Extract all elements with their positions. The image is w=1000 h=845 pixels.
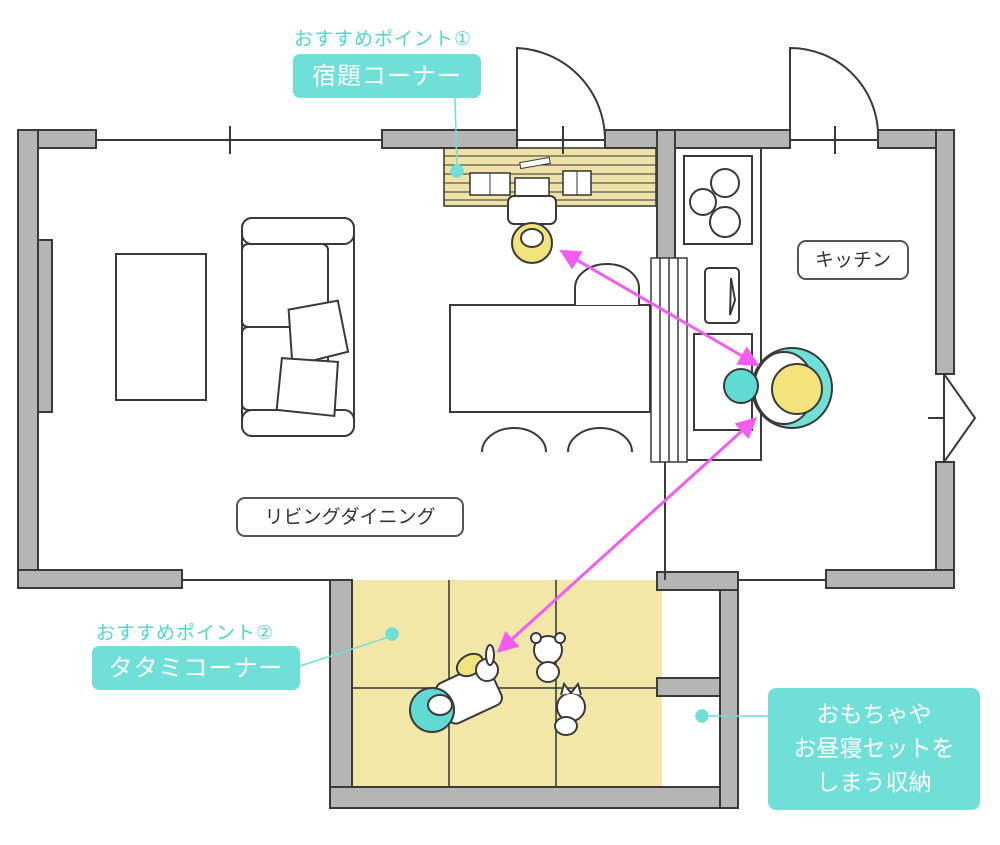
point1-title: 宿題コーナー	[293, 54, 481, 98]
point2-title: タタミコーナー	[92, 646, 300, 690]
child-on-tatami-figure	[409, 644, 503, 733]
child-at-desk-figure	[507, 195, 557, 264]
living-furniture	[115, 217, 651, 453]
interior-lines	[96, 46, 977, 581]
kitchen-counter	[674, 147, 762, 461]
storage-line-1: おもちゃや	[816, 702, 932, 728]
point2-label: おすすめポイント②	[96, 622, 275, 644]
storage-line-2: お昼寝セットを	[793, 736, 955, 762]
storage-line-3: しまう収納	[816, 770, 932, 796]
kitchen-label: キッチン	[797, 240, 909, 280]
point1-label: おすすめポイント①	[294, 28, 473, 50]
parent-in-kitchen-figure	[723, 347, 833, 429]
callout-connectors	[299, 97, 768, 723]
storage-callout: おもちゃや お昼寝セットを しまう収納	[768, 688, 980, 810]
sightline-arrows	[496, 249, 760, 653]
living-dining-label: リビングダイニング	[236, 497, 464, 537]
kitchen-partition	[650, 257, 688, 463]
